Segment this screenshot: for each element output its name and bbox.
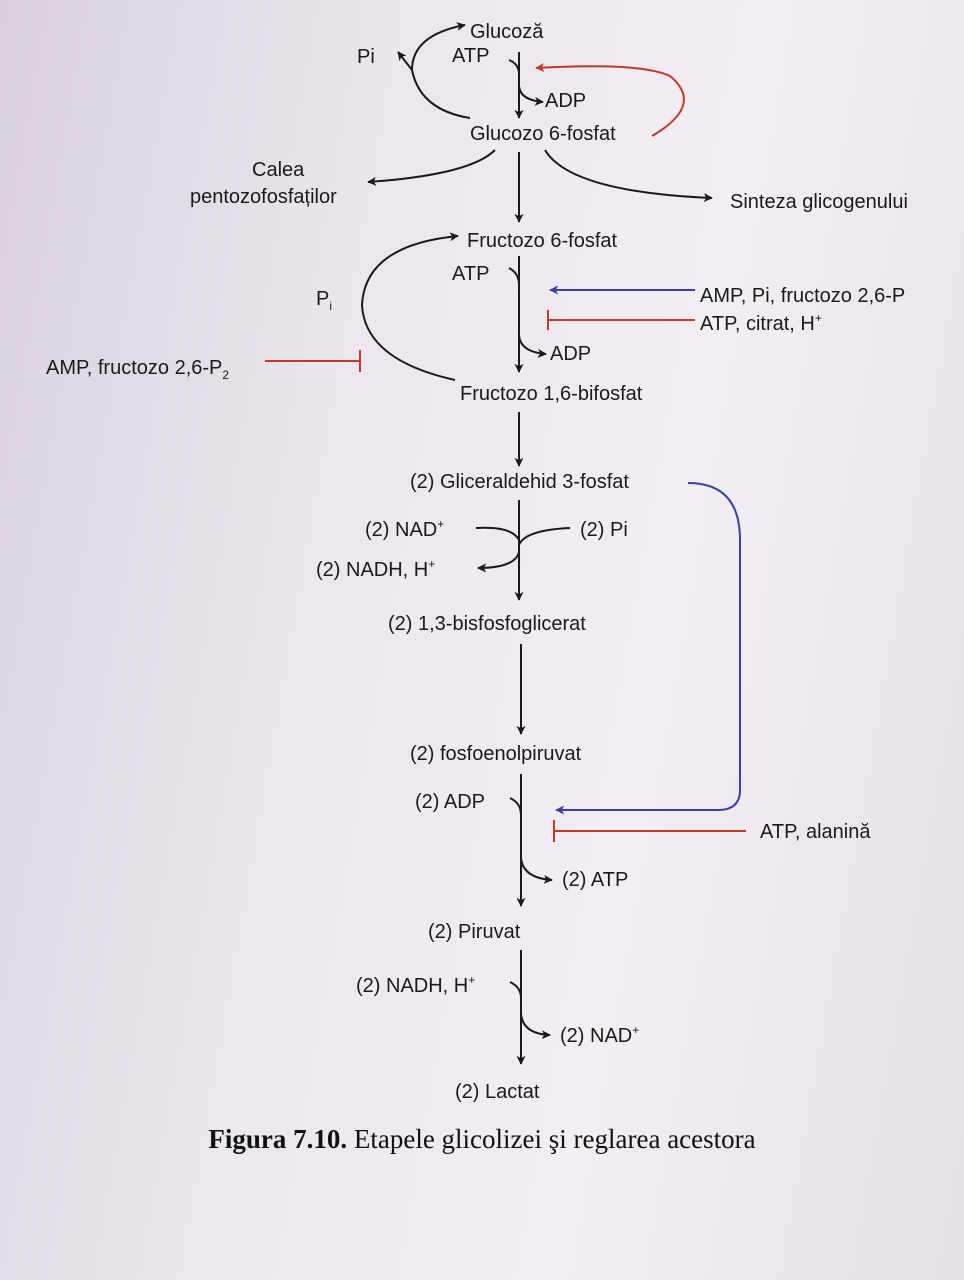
branch-glycogen: Sinteza glicogenului bbox=[730, 191, 908, 213]
branch-ppp-line1: Calea bbox=[252, 159, 305, 181]
metabolite-f6p: Fructozo 6-fosfat bbox=[467, 230, 618, 252]
cofactor-pi-2: Pi bbox=[316, 288, 332, 313]
metabolite-lactate: (2) Lactat bbox=[455, 1081, 540, 1103]
cofactor-atp-2: ATP bbox=[452, 263, 489, 285]
cofactor-nadh: (2) NADH, H+ bbox=[316, 557, 435, 581]
reaction-arrows-step2 bbox=[360, 232, 547, 381]
reaction-arrows-step3 bbox=[475, 500, 571, 601]
regulator-pfk-activators: AMP, Pi, fructozo 2,6-P bbox=[700, 285, 905, 307]
feedback-inhibition-arrow-g6p bbox=[535, 63, 685, 137]
cofactor-pi-1: Pi bbox=[357, 46, 375, 68]
cofactor-atp-3: (2) ATP bbox=[562, 869, 628, 891]
inhibition-bar-fbpase bbox=[265, 350, 361, 372]
cofactor-atp-1: ATP bbox=[452, 45, 489, 67]
cofactor-adp-1: ADP bbox=[545, 90, 586, 112]
reaction-arrows-step4 bbox=[509, 774, 553, 907]
cofactor-pi-3: (2) Pi bbox=[580, 519, 628, 541]
cofactor-nad-2: (2) NAD+ bbox=[560, 1023, 639, 1047]
metabolite-glucose: Glucoză bbox=[470, 21, 544, 43]
cofactor-nad: (2) NAD+ bbox=[365, 517, 444, 541]
branch-ppp-line2: pentozofosfaților bbox=[190, 186, 337, 208]
metabolite-pep: (2) fosfoenolpiruvat bbox=[410, 743, 582, 765]
regulator-pk-inhibitors: ATP, alanină bbox=[760, 821, 871, 843]
glycolysis-pathway-diagram: Glucoză ATP Pi ADP Glucozo 6-fosfat Cale… bbox=[46, 21, 908, 1103]
metabolite-bpg: (2) 1,3-bisfosfoglicerat bbox=[388, 613, 586, 635]
inhibition-bar-pk bbox=[553, 820, 746, 842]
activation-arrow-pk-feedforward bbox=[555, 482, 741, 815]
metabolite-pyruvate: (2) Piruvat bbox=[428, 921, 521, 943]
branch-arrows bbox=[367, 149, 713, 223]
regulator-pfk-inhibitors: ATP, citrat, H+ bbox=[700, 311, 822, 335]
reaction-arrows-step5 bbox=[509, 950, 551, 1065]
cofactor-adp-2: ADP bbox=[550, 343, 591, 365]
metabolite-f16bp: Fructozo 1,6-bifosfat bbox=[460, 383, 643, 405]
metabolite-gap: (2) Gliceraldehid 3-fosfat bbox=[410, 471, 629, 493]
cofactor-nadh-2: (2) NADH, H+ bbox=[356, 973, 475, 997]
metabolite-g6p: Glucozo 6-fosfat bbox=[470, 123, 616, 145]
inhibition-bar-pfk bbox=[547, 310, 695, 330]
figure-caption-label: Figura 7.10. bbox=[208, 1124, 348, 1154]
cofactor-adp-3: (2) ADP bbox=[415, 791, 485, 813]
regulator-fbpase-inhibitors: AMP, fructozo 2,6-P2 bbox=[46, 357, 229, 382]
reaction-arrows-step1 bbox=[397, 22, 544, 119]
figure-caption: Figura 7.10. Etapele glicolizei şi regla… bbox=[0, 1124, 964, 1155]
figure-caption-text: Etapele glicolizei şi reglarea acestora bbox=[347, 1124, 756, 1154]
